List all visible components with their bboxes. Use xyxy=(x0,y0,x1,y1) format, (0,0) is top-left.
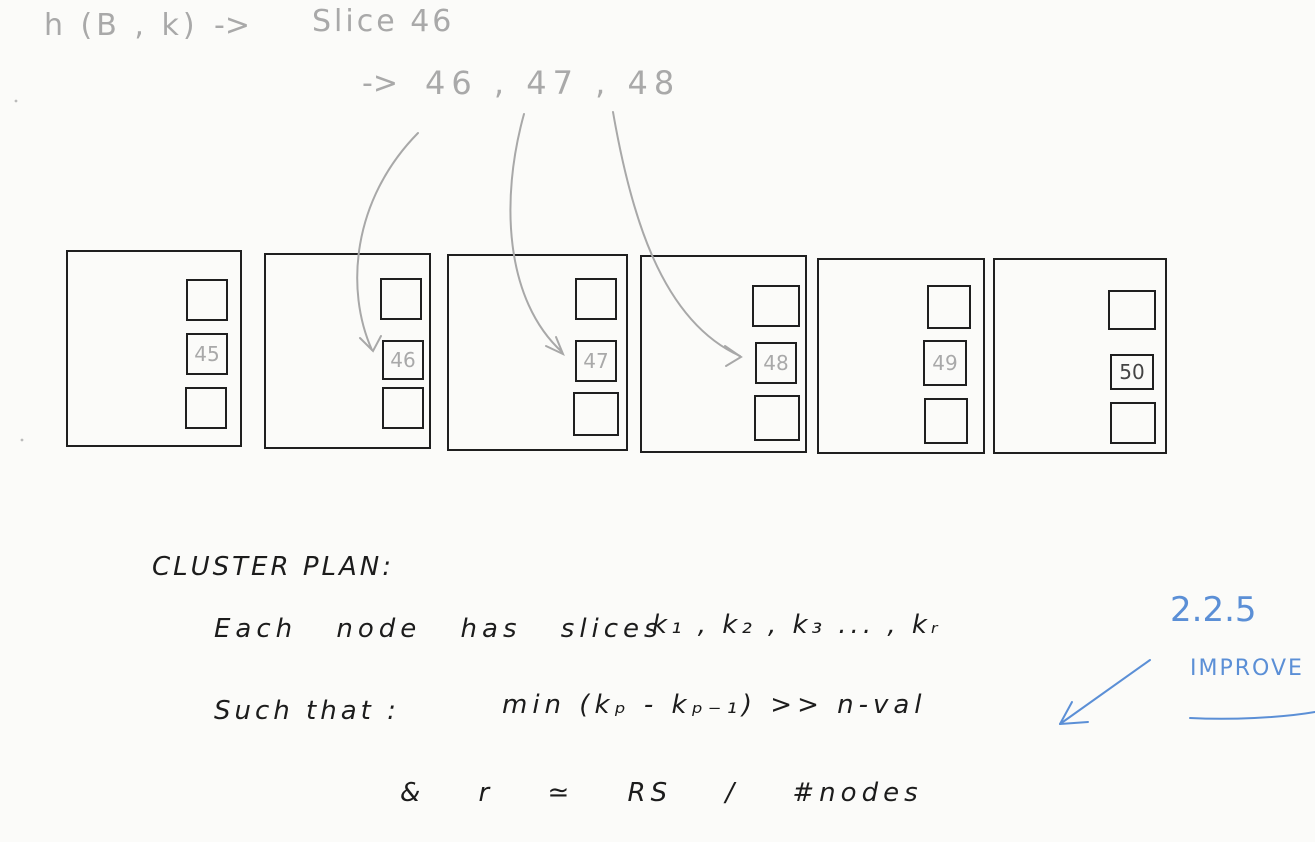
slot-top xyxy=(380,278,422,320)
cluster-plan-line1-left: Each node has slices xyxy=(214,614,663,644)
slot-bottom xyxy=(185,387,227,429)
replica-slices: 46 , 47 , 48 xyxy=(425,64,681,102)
slot-middle: 50 xyxy=(1110,354,1154,390)
node-4: 48 xyxy=(640,255,807,453)
slot-top xyxy=(575,278,617,320)
slot-middle: 46 xyxy=(382,340,424,380)
section-reference: 2.2.5 xyxy=(1170,590,1257,630)
slot-number: 47 xyxy=(583,349,609,373)
slice-label: Slice 46 xyxy=(312,4,455,39)
slot-number: 48 xyxy=(763,351,789,375)
hash-expression: h (B , k) xyxy=(44,8,199,43)
cluster-plan-line2-right: min (kₚ - kₚ₋₁) >> n-val xyxy=(502,690,927,720)
slot-middle: 47 xyxy=(575,340,617,382)
slot-middle: 45 xyxy=(186,333,228,375)
slot-bottom xyxy=(382,387,424,429)
slot-top xyxy=(1108,290,1156,330)
cluster-plan-title: CLUSTER PLAN: xyxy=(152,552,394,582)
slot-bottom xyxy=(1110,402,1156,444)
node-1: 45 xyxy=(66,250,242,447)
slot-top xyxy=(186,279,228,321)
arrow-2: -> xyxy=(362,66,398,101)
slot-middle: 48 xyxy=(755,342,797,384)
slot-top xyxy=(927,285,971,329)
slot-number: 46 xyxy=(390,348,416,372)
slot-bottom xyxy=(924,398,968,444)
node-2: 46 xyxy=(264,253,431,449)
slot-middle: 49 xyxy=(923,340,967,386)
slot-number: 45 xyxy=(194,342,220,366)
arrow-1: -> xyxy=(214,8,250,43)
slot-number: 49 xyxy=(932,351,958,375)
annotation-underline xyxy=(1189,711,1315,720)
improve-note: IMPROVE xyxy=(1190,656,1304,681)
cluster-plan-line3: & r ≃ RS / #nodes xyxy=(400,778,923,808)
cluster-plan-line1-right: k₁ , k₂ , k₃ ... , kᵣ xyxy=(652,610,942,640)
slot-top xyxy=(752,285,800,327)
node-3: 47 xyxy=(447,254,628,451)
slot-number: 50 xyxy=(1119,360,1145,384)
cluster-plan-line2-left: Such that : xyxy=(214,696,400,726)
slot-bottom xyxy=(754,395,800,441)
slot-bottom xyxy=(573,392,619,436)
node-6: 50 xyxy=(993,258,1167,454)
node-5: 49 xyxy=(817,258,985,454)
annotation-arrow xyxy=(1059,659,1151,725)
